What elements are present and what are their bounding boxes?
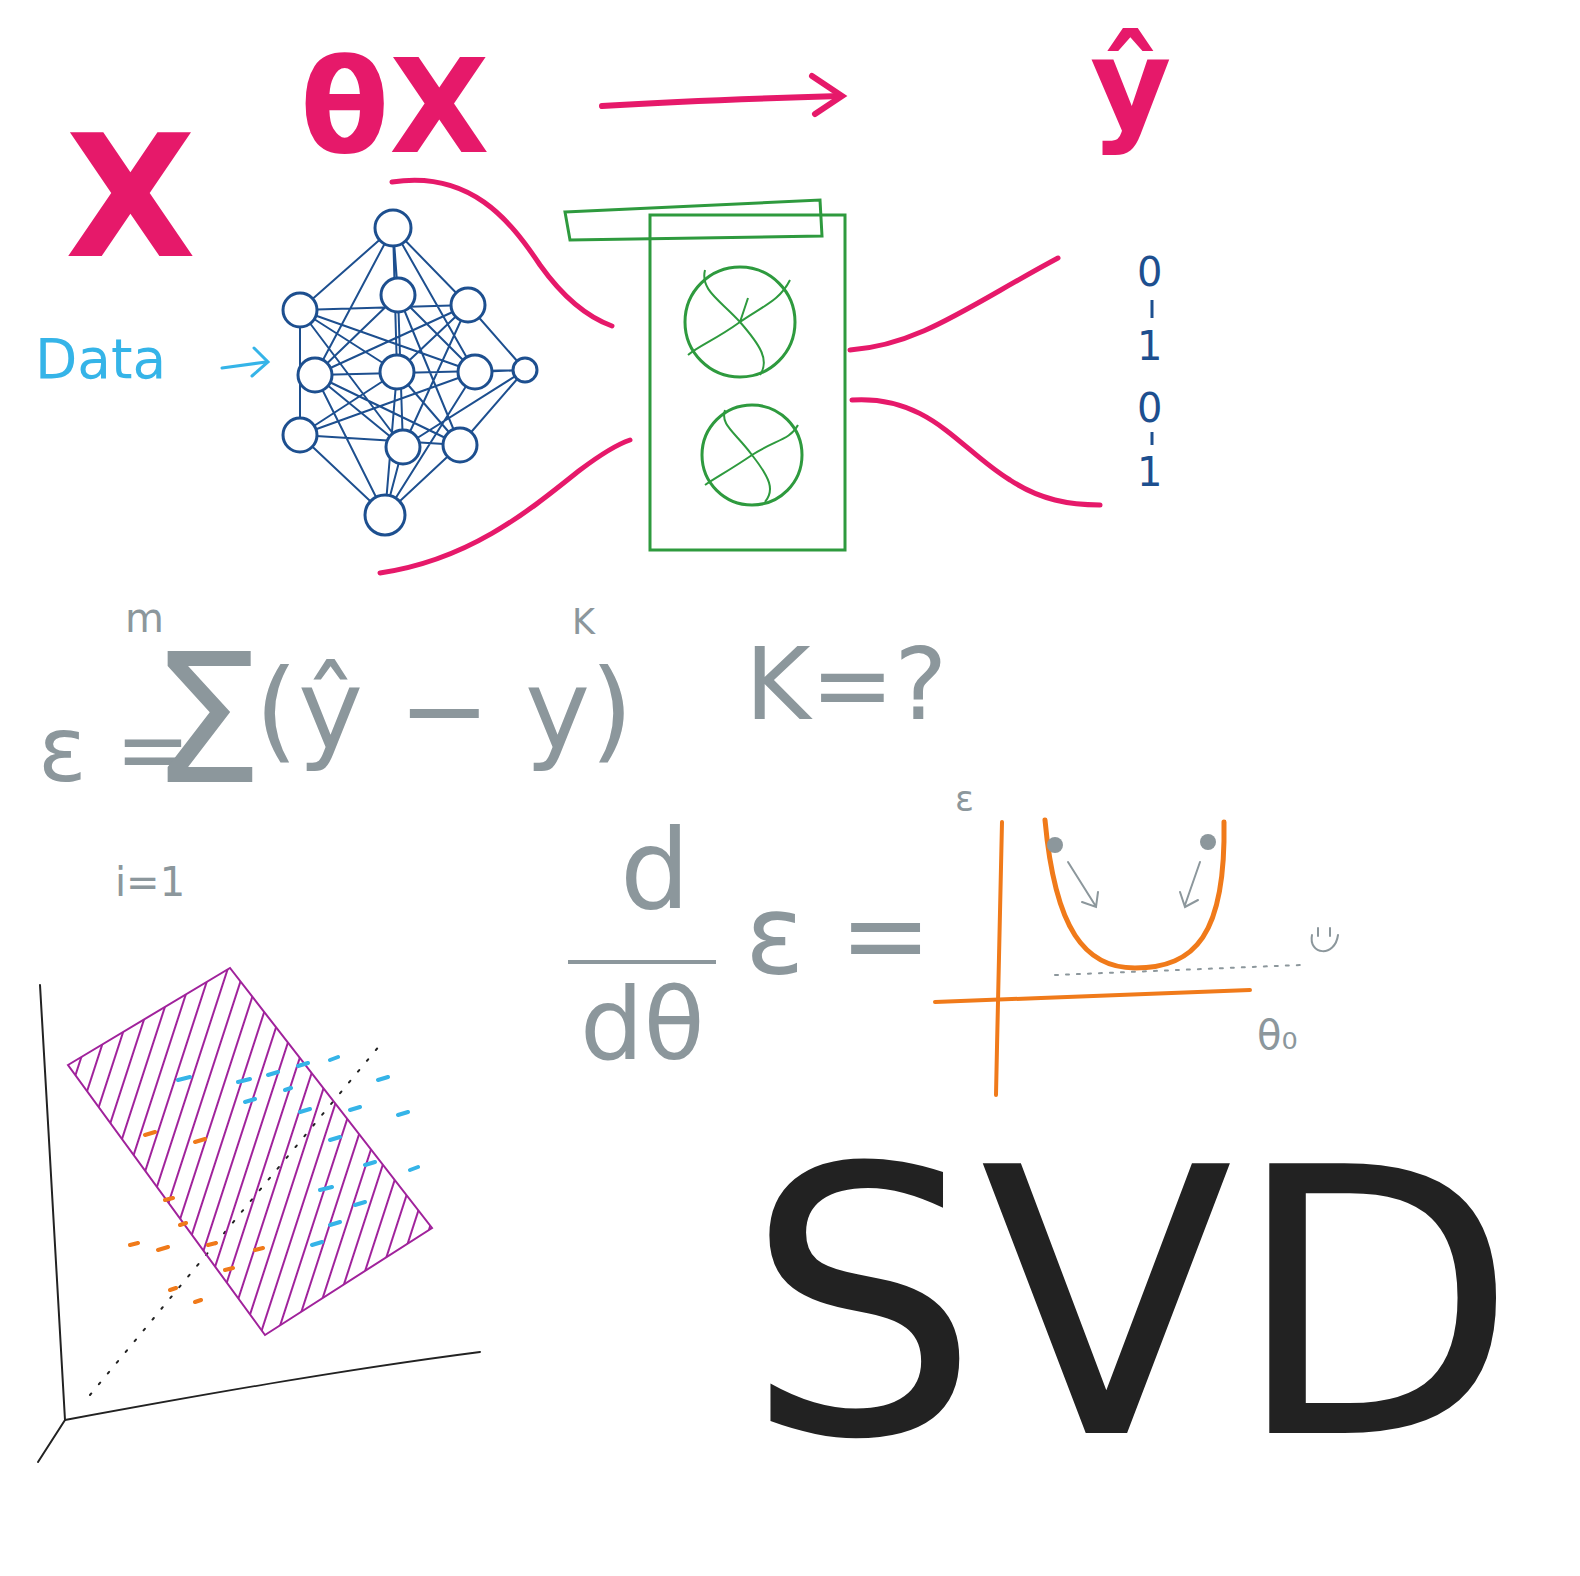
sketch-label: 0 xyxy=(1137,388,1162,428)
neural-network xyxy=(283,210,537,535)
sketch-label: i=1 xyxy=(115,862,185,902)
class-points xyxy=(178,1057,418,1245)
flow-arrow xyxy=(602,76,842,114)
neuron xyxy=(386,430,420,464)
gradient-point xyxy=(1200,834,1216,850)
descent-arrow xyxy=(1180,862,1200,907)
separator xyxy=(1151,432,1154,445)
gpu-fan xyxy=(685,267,795,377)
gpu-card xyxy=(565,200,845,550)
sketch-label: θX xyxy=(300,42,490,172)
sketch-label: (ŷ − y) xyxy=(255,655,633,765)
neuron xyxy=(375,210,411,246)
neuron xyxy=(283,418,317,452)
arrow-shaft xyxy=(222,362,266,368)
fraction-bar xyxy=(568,960,716,964)
sketch-label: ε = xyxy=(745,880,932,990)
sketch-label: Data xyxy=(35,332,166,387)
sketch-label: X xyxy=(65,112,196,282)
neuron xyxy=(381,278,415,312)
gpu-bracket xyxy=(565,200,822,240)
output-curve xyxy=(852,400,1100,505)
smiley-mark xyxy=(1312,928,1338,951)
axis xyxy=(38,1420,65,1462)
neuron xyxy=(365,495,405,535)
gpu-fan xyxy=(702,405,802,505)
neuron xyxy=(458,355,492,389)
gradient-point xyxy=(1047,837,1063,853)
error-curve xyxy=(1045,820,1224,968)
descent-arrow xyxy=(1068,862,1098,907)
sketch-label: d xyxy=(620,815,690,925)
axis xyxy=(65,1352,480,1420)
gpu-body xyxy=(650,215,845,550)
arrow-head xyxy=(812,76,842,114)
sketch-label: dθ xyxy=(580,975,705,1075)
neuron xyxy=(298,358,332,392)
sketch-label: Σ xyxy=(150,630,264,810)
sketch-label: 1 xyxy=(1137,452,1162,492)
sketch-label: ε xyxy=(955,782,974,817)
plot-axis xyxy=(996,822,1002,1095)
neuron xyxy=(451,288,485,322)
network-neurons xyxy=(283,210,537,535)
plot-axis xyxy=(935,990,1250,1002)
fan-blades xyxy=(688,270,790,375)
class-points xyxy=(130,1132,263,1302)
neuron xyxy=(380,355,414,389)
funnel-curves xyxy=(380,180,1100,573)
network-links xyxy=(300,228,525,515)
funnel-curve xyxy=(380,440,630,573)
funnel-curve xyxy=(392,180,612,326)
sketch-label: SVD xyxy=(745,1120,1518,1490)
sketch-label: K=? xyxy=(745,635,947,735)
arrow-shaft xyxy=(602,96,840,106)
sketch-label: 1 xyxy=(1137,326,1162,366)
sketch-label: θ₀ xyxy=(1257,1015,1298,1055)
separator xyxy=(1151,300,1154,318)
scatter-3d xyxy=(38,968,480,1462)
arrow-head xyxy=(252,348,268,376)
neuron xyxy=(283,293,317,327)
sketch-label: K xyxy=(572,605,595,640)
error-curve-plot xyxy=(935,820,1338,1095)
output-curve xyxy=(850,258,1058,350)
neuron xyxy=(513,358,537,382)
data-arrow xyxy=(222,348,268,376)
decision-plane xyxy=(68,968,432,1335)
sketch-label: ŷ xyxy=(1090,22,1171,147)
minimum-line xyxy=(1055,965,1300,975)
neuron xyxy=(443,428,477,462)
fan-blades xyxy=(705,410,798,502)
axis xyxy=(40,985,65,1420)
sketch-label: 0 xyxy=(1137,252,1162,292)
